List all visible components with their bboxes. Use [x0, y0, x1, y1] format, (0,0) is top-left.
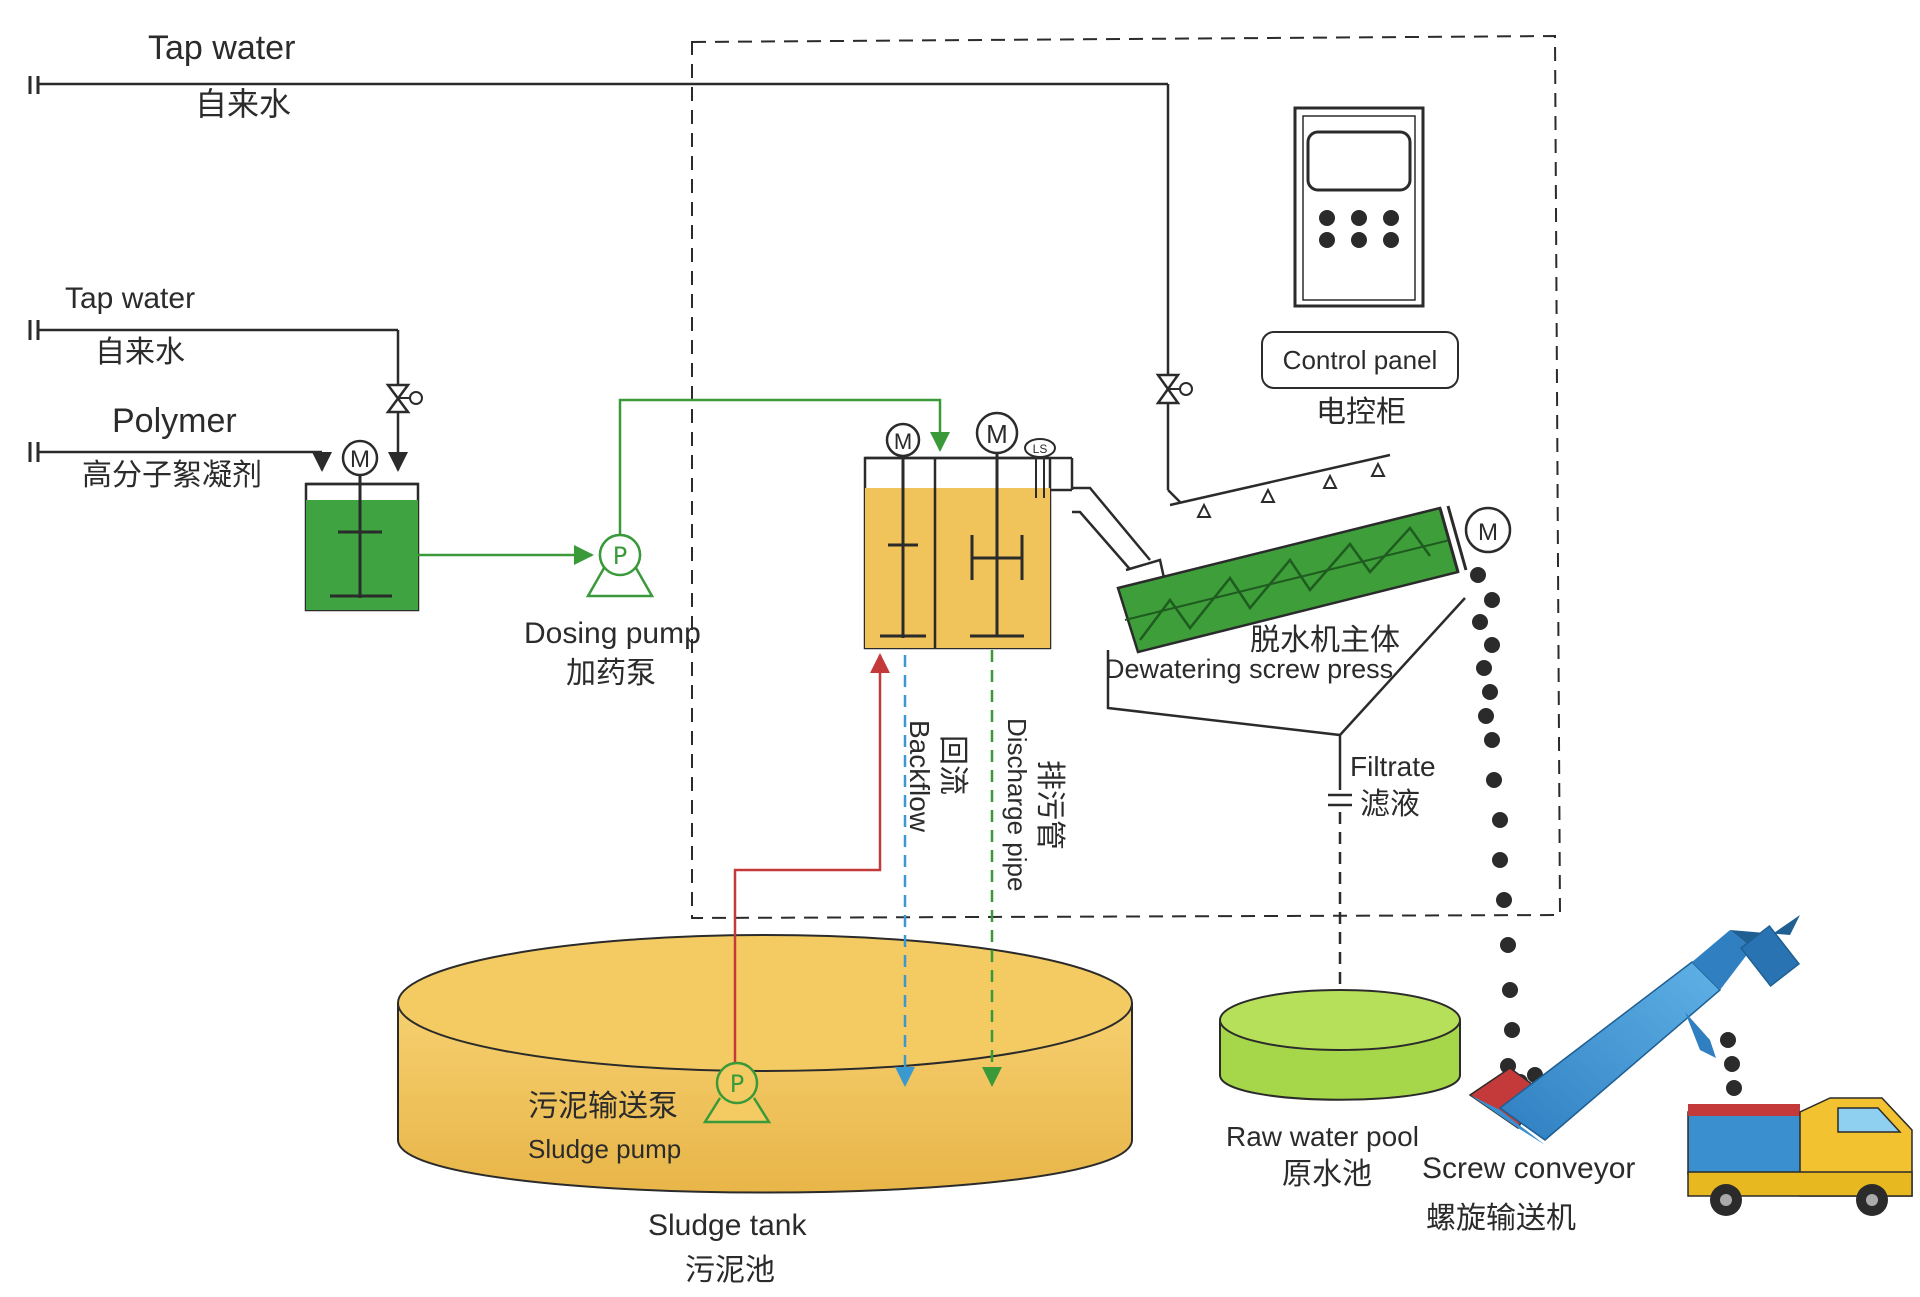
screw-conveyor[interactable]	[1468, 915, 1801, 1145]
sludge-cake-drop	[1726, 1080, 1742, 1096]
sludge-cake-drop	[1500, 937, 1516, 953]
sludge-cake-drop	[1482, 684, 1498, 700]
tap-water-line-left	[28, 320, 408, 472]
motor-icon-mixer: M	[341, 439, 379, 477]
sludge-cake-drop	[1492, 812, 1508, 828]
dewatering-label: Dewatering screw press	[1105, 654, 1393, 684]
screw-conveyor-label: Screw conveyor	[1422, 1152, 1635, 1185]
backflow-label: Backflow	[904, 720, 935, 833]
polymer-label-cn: 高分子絮凝剂	[82, 458, 262, 493]
control-panel[interactable]	[1293, 106, 1425, 308]
equipment-boundary	[691, 34, 1562, 920]
sludge-cake-drop	[1472, 614, 1488, 630]
sludge-pump-label-cn: 污泥输送泵	[528, 1089, 678, 1124]
valve-icon[interactable]	[1155, 373, 1193, 405]
tap-water-top-label: Tap water	[148, 29, 295, 67]
sludge-cake-drop	[1720, 1032, 1736, 1048]
polymer-label: Polymer	[112, 402, 237, 440]
sludge-cake-drops	[1470, 567, 1742, 1096]
raw-water-pool[interactable]	[1219, 989, 1461, 1101]
sludge-cake-drop	[1492, 852, 1508, 868]
tap-water-left-label: Tap water	[65, 282, 195, 315]
control-panel-label: Control panel	[1283, 345, 1438, 375]
control-panel-label-box: Control panel	[1261, 331, 1459, 389]
tap-water-left-label-cn: 自来水	[95, 335, 185, 370]
sludge-cake-drop	[1484, 637, 1500, 653]
svg-text:P: P	[730, 1070, 744, 1098]
svg-text:M: M	[894, 429, 912, 454]
screw-conveyor-label-cn: 螺旋输送机	[1426, 1201, 1576, 1236]
filtrate-label: Filtrate	[1350, 751, 1436, 782]
dewatering-label-cn: 脱水机主体	[1250, 623, 1400, 658]
dewatering-screw-press[interactable]	[1116, 505, 1468, 654]
svg-text:M: M	[986, 419, 1008, 449]
motor-icon-tank-right: M	[975, 411, 1019, 455]
raw-water-pool-label-cn: 原水池	[1282, 1157, 1372, 1192]
raw-water-pool-label: Raw water pool	[1226, 1121, 1419, 1152]
backflow-label-cn: 回流	[935, 735, 970, 795]
svg-text:M: M	[1478, 519, 1498, 546]
tap-water-line-top	[28, 76, 1181, 503]
polymer-mixing-tank[interactable]	[304, 470, 420, 612]
truck-icon	[1687, 1097, 1913, 1216]
sludge-pump-label: Sludge pump	[528, 1134, 681, 1164]
sludge-tank-label: Sludge tank	[648, 1209, 807, 1242]
sludge-cake-drop	[1484, 732, 1500, 748]
sludge-cake-drop	[1496, 892, 1512, 908]
svg-text:P: P	[613, 542, 627, 570]
sludge-cake-drop	[1470, 567, 1486, 583]
dosing-pump-label-cn: 加药泵	[566, 656, 656, 691]
pump-to-tank-line	[618, 398, 950, 535]
dosing-pump-icon[interactable]: P	[585, 533, 655, 598]
dosing-pump-label: Dosing pump	[524, 617, 701, 650]
sludge-pump-icon[interactable]: P	[702, 1061, 772, 1124]
sludge-cake-drop	[1484, 592, 1500, 608]
discharge-pipe-label-cn: 排污管	[1032, 760, 1067, 850]
spray-nozzle-line	[1169, 453, 1391, 518]
motor-icon-tank-left: M	[885, 422, 921, 458]
motor-icon-screw: M	[1464, 506, 1512, 554]
discharge-pipe-label: Discharge pipe	[1002, 718, 1032, 891]
polymer-line	[28, 442, 332, 472]
sludge-feed-line	[733, 653, 890, 1083]
valve-icon-left[interactable]	[385, 383, 423, 414]
sludge-cake-drop	[1476, 660, 1492, 676]
sludge-cake-drop	[1502, 982, 1518, 998]
svg-text:M: M	[350, 446, 370, 473]
svg-text:LS: LS	[1033, 442, 1048, 456]
sludge-cake-drop	[1504, 1022, 1520, 1038]
control-panel-label-cn: 电控柜	[1316, 395, 1406, 430]
sludge-cake-drop	[1478, 708, 1494, 724]
feed-chute	[1072, 486, 1166, 590]
sludge-cake-drop	[1724, 1056, 1740, 1072]
flocculation-tank[interactable]	[863, 452, 1074, 650]
sludge-cake-drop	[1486, 772, 1502, 788]
tap-water-top-label-cn: 自来水	[195, 85, 291, 123]
level-switch-icon: LS	[1024, 438, 1056, 498]
sludge-tank-label-cn: 污泥池	[685, 1253, 775, 1288]
sludge-tank[interactable]	[397, 934, 1133, 1194]
filtrate-label-cn: 滤液	[1360, 787, 1420, 822]
